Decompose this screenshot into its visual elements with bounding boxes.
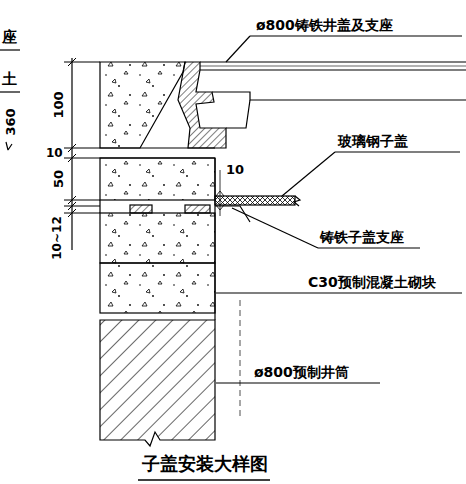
drawing-title: 子盖安装大样图 xyxy=(142,455,268,473)
cut-label: 土 xyxy=(2,72,17,87)
part-callout: C30预制混凝土砌块 xyxy=(308,275,436,289)
cut-label: 座 xyxy=(2,30,17,45)
dimension: 360 xyxy=(4,108,17,135)
dimension: 10 xyxy=(46,147,63,159)
part-callout: ø800铸铁井盖及支座 xyxy=(256,18,393,32)
dimension: 10~12 xyxy=(51,216,63,259)
dimension: 100 xyxy=(52,91,65,118)
part-callout: ø800预制井筒 xyxy=(254,365,349,379)
part-callout: 玻璃钢子盖 xyxy=(338,134,408,148)
dimension: 10 xyxy=(226,163,244,176)
part-callout: 铸铁子盖支座 xyxy=(320,230,404,244)
dimension: 50 xyxy=(52,170,65,188)
